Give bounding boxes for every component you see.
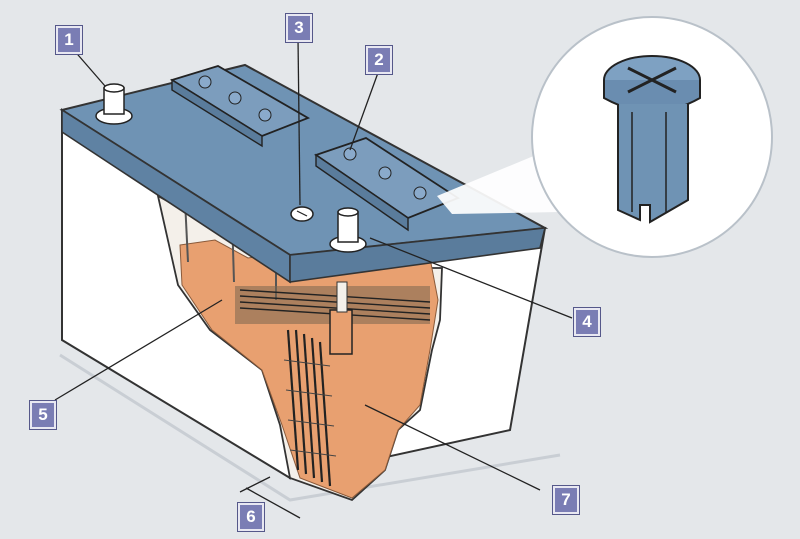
terminal-post-rear (95, 83, 133, 125)
vent-strip-rear (169, 65, 311, 148)
callout-4: 4 (573, 307, 601, 337)
callout-6: 6 (237, 502, 265, 532)
vent-strip-front (314, 137, 460, 232)
callout-7: 7 (552, 485, 580, 515)
magnifier-beam (437, 150, 560, 214)
terminal-post-front (329, 207, 367, 253)
vent-plug-magnified (603, 55, 701, 224)
callout-3: 3 (285, 13, 313, 43)
ground-shadow (59, 353, 561, 502)
callout-2: 2 (365, 45, 393, 75)
callout-5: 5 (29, 400, 57, 430)
callout-1: 1 (55, 25, 83, 55)
plate-stack (235, 281, 431, 487)
lid-right-edge (289, 227, 547, 283)
leader-lines (54, 37, 573, 519)
